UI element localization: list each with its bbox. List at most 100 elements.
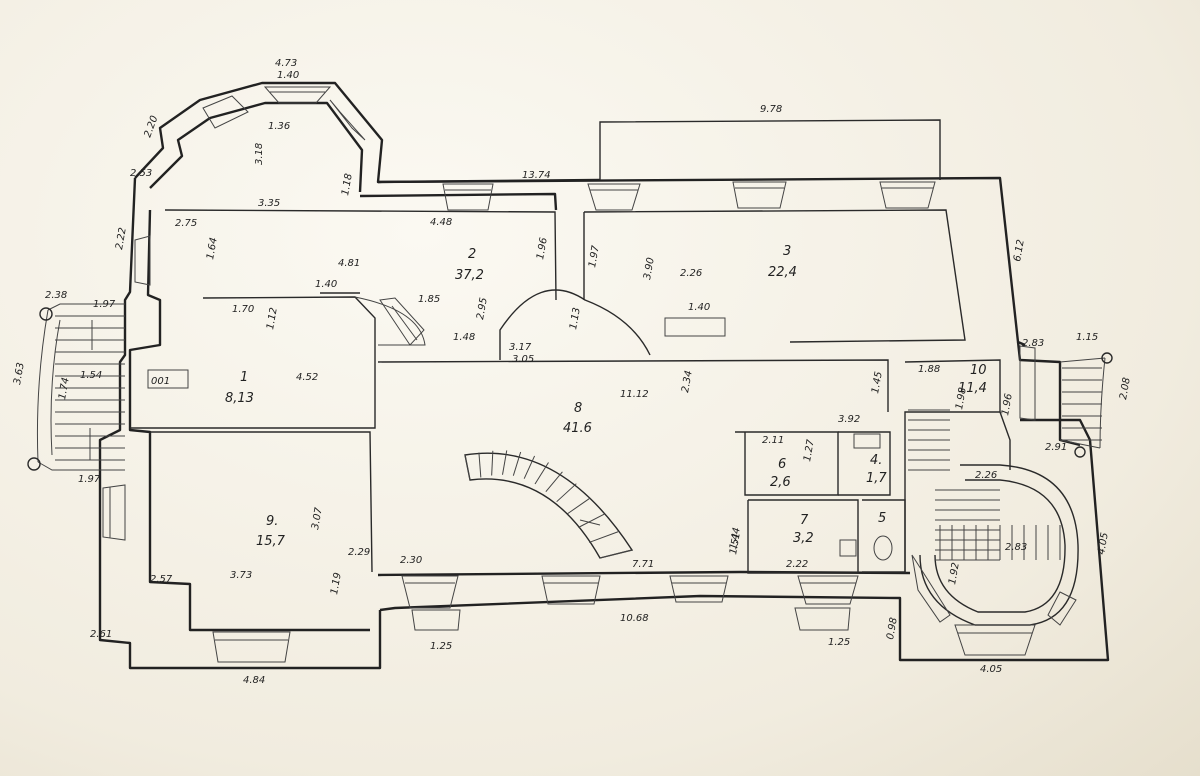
room-2-area: 37,2 (455, 268, 484, 283)
dimension-d69: 2.29 (348, 547, 370, 558)
room-8-area: 41.6 (563, 421, 592, 436)
room-5-number: 5 (878, 511, 886, 526)
west-porch-stair (36, 303, 125, 471)
dimension-labels: 4.731.401.363.183.352.202.532.222.751.64… (12, 58, 1133, 686)
stairs (27, 303, 1113, 561)
window-n1 (263, 86, 332, 104)
dimension-d30: 1.40 (688, 302, 710, 313)
hall-walls (377, 359, 889, 412)
dimension-d12: 4.48 (430, 217, 452, 228)
dimension-d7: 2.53 (130, 168, 152, 179)
dimension-d2: 1.40 (277, 70, 299, 81)
oval-stair-wall-inner (934, 479, 1066, 613)
porch-s1 (411, 609, 461, 631)
spiral-stair-outline (464, 452, 634, 559)
window-n3 (587, 183, 641, 211)
wall-nw-bay-inner (149, 101, 364, 193)
dimension-d56: 7.71 (632, 559, 654, 570)
spiral-tread (567, 497, 591, 515)
dimension-d8: 2.22 (114, 227, 129, 251)
dimension-d48: 2.08 (1118, 377, 1133, 401)
dimension-d66: 2.61 (90, 629, 112, 640)
east-porch-stair (1059, 357, 1106, 449)
dimension-d49: 2.91 (1045, 442, 1067, 453)
dimension-d57: 1.51 (728, 532, 743, 556)
shower-tray (839, 539, 857, 557)
dimension-d54: 1.19 (329, 572, 344, 596)
wall-west (98, 177, 382, 670)
dimension-d36: 1.97 (78, 474, 101, 485)
dimension-d10: 1.64 (205, 237, 220, 261)
dimension-d11: 1.18 (340, 173, 355, 197)
dimension-d26: 1.48 (453, 332, 475, 343)
newel-top (39, 307, 53, 321)
toilet-icon (873, 535, 893, 561)
room-labels: 1 8,13 2 37,2 3 22,4 4. 1,7 5 6 2,6 7 3,… (225, 244, 987, 549)
dimension-d67: 0.98 (885, 617, 900, 641)
window-s6 (954, 624, 1036, 656)
dimension-d27: 3.17 (509, 342, 532, 353)
window-n4 (732, 181, 787, 209)
spiral-tread (588, 531, 619, 543)
dimension-d9: 2.75 (175, 218, 197, 229)
spiral-tread (534, 462, 549, 485)
dimension-d15: 4.81 (338, 258, 360, 269)
dimension-d3: 1.36 (268, 121, 290, 132)
dimension-d31: 2.38 (45, 290, 67, 301)
door-swing-1 (354, 296, 426, 346)
dimension-d23: 1.12 (265, 307, 280, 331)
dimension-d58: 1.44 (728, 527, 743, 551)
room3-walls (583, 209, 966, 343)
oval-stair-treads (935, 489, 1061, 561)
dimension-d19: 2.26 (680, 268, 702, 279)
room10-stair (908, 409, 950, 471)
spiral-tread (599, 549, 633, 559)
room-10-number: 10 (970, 363, 987, 378)
dimension-d24: 1.85 (418, 294, 440, 305)
interior-walls (130, 209, 1079, 626)
room-2-number: 2 (468, 247, 476, 262)
dimension-d59: 2.22 (786, 559, 808, 570)
room9-walls (150, 431, 373, 573)
dimension-d1: 4.73 (275, 58, 297, 69)
dimension-d41: 1.45 (870, 371, 885, 395)
dimension-d55: 2.30 (400, 555, 422, 566)
room-6-number: 6 (778, 457, 786, 472)
dimension-d45: 1.96 (1000, 393, 1015, 417)
box-001-label: 001 (151, 376, 170, 387)
dimension-d32: 1.97 (93, 299, 116, 310)
dimension-d65: 4.84 (243, 675, 265, 686)
room-7-area: 3,2 (793, 531, 814, 546)
wall-north-inner (359, 192, 558, 211)
window-w2 (102, 484, 126, 541)
newel-east-bottom (1074, 446, 1086, 458)
room-1-number: 1 (240, 370, 248, 385)
window-oval-e (1047, 591, 1077, 626)
wall-south (379, 418, 1110, 662)
newel-bottom (27, 457, 41, 471)
dimension-d21: 1.40 (315, 279, 337, 290)
dimension-d22: 1.70 (232, 304, 254, 315)
dimension-d29: 1.13 (568, 307, 583, 331)
dimension-d25: 2.95 (475, 297, 490, 321)
window-n2 (442, 183, 494, 211)
spiral-tread (578, 513, 605, 528)
dimension-d71: 1.25 (430, 641, 452, 652)
wall-nw-bay (134, 81, 601, 184)
annex-outline (599, 119, 941, 180)
dimension-d64: 1.25 (828, 637, 850, 648)
dimension-d6: 2.20 (142, 114, 160, 139)
dimension-d34: 1.74 (57, 377, 72, 401)
dimension-d46: 2.83 (1022, 338, 1044, 349)
window-s4 (669, 575, 729, 603)
windows (102, 86, 1077, 663)
spiral-tread (523, 455, 536, 479)
dimension-d4: 3.18 (254, 143, 265, 165)
dimension-d28: 3.05 (512, 354, 534, 365)
room1-walls (130, 296, 376, 429)
window-s2 (401, 575, 459, 609)
fireplace (664, 317, 726, 337)
dimension-d61: 1.92 (947, 562, 962, 586)
spiral-tread (502, 450, 508, 475)
room-6-area: 2,6 (770, 475, 791, 490)
